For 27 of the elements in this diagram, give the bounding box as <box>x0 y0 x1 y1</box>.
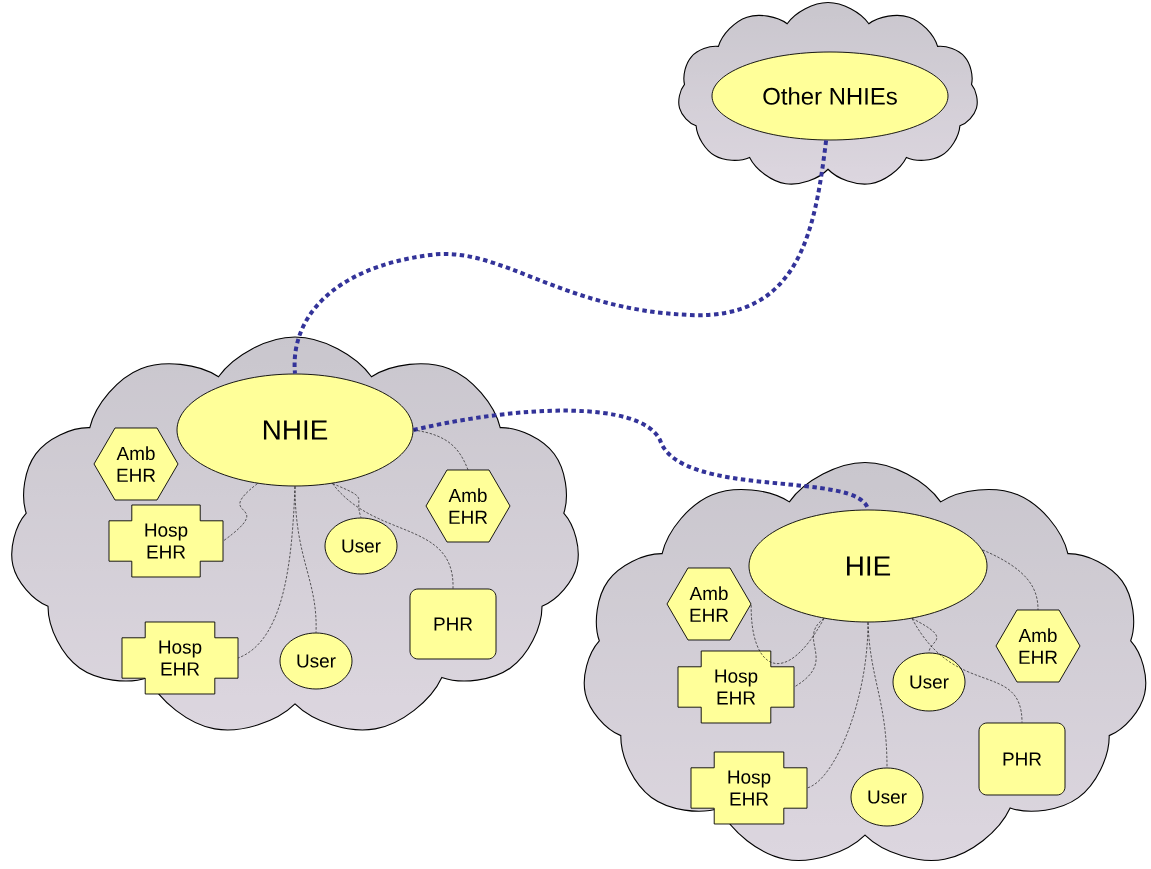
cross-node: Hosp EHR <box>121 621 239 695</box>
cross-node: Hosp EHR <box>108 504 224 578</box>
hexagon-node: Amb EHR <box>666 567 752 641</box>
dashed-link <box>911 618 1023 723</box>
hexagon-node: Amb EHR <box>93 427 179 501</box>
user-oval: User <box>279 632 353 690</box>
dashed-link <box>911 618 937 653</box>
hexagon-node: Amb EHR <box>425 469 511 543</box>
dotted-link <box>292 140 829 374</box>
dashed-link <box>294 486 317 633</box>
cross-node: Hosp EHR <box>690 751 808 825</box>
rounded-box: PHR <box>978 722 1066 796</box>
hexagon-node: Amb EHR <box>995 609 1081 683</box>
cross-node: Hosp EHR <box>677 650 795 724</box>
dashed-link <box>332 483 454 589</box>
user-oval: User <box>324 517 398 575</box>
user-oval: User <box>850 767 924 827</box>
dashed-link <box>413 429 469 471</box>
dashed-link <box>793 618 825 688</box>
dashed-link <box>222 483 258 542</box>
dashed-link <box>332 483 362 518</box>
rounded-box: PHR <box>409 588 497 660</box>
dashed-link <box>867 622 888 768</box>
user-oval: User <box>892 652 966 712</box>
dotted-link <box>413 408 870 511</box>
dashed-link <box>982 549 1039 611</box>
dashed-link <box>750 603 825 664</box>
